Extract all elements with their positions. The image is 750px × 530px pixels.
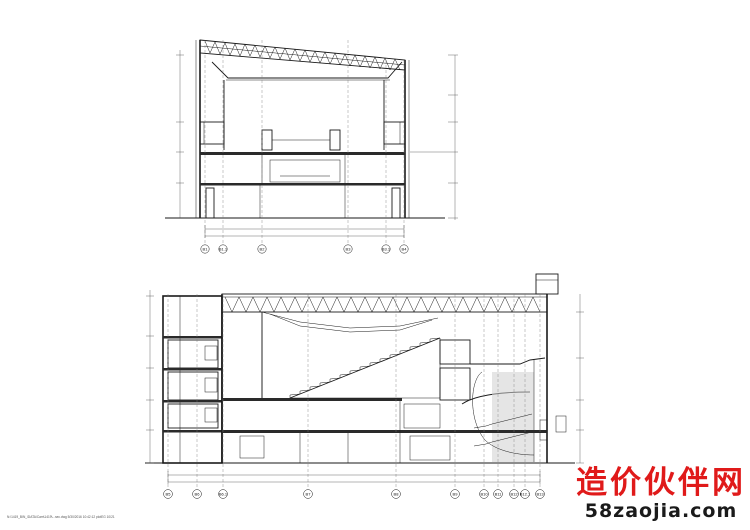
site-watermark: 造价伙伴网 58zaojia.com bbox=[576, 468, 746, 521]
axis-label: B1 bbox=[203, 247, 209, 252]
axis-bubble: B13 bbox=[535, 489, 545, 499]
lower-axis-row: B5 B6 B6.1 B7 B8 B9 B10 B11 bbox=[163, 489, 545, 499]
axis-bubble: B7 bbox=[303, 489, 313, 499]
lower-section-drawing bbox=[145, 273, 584, 488]
axis-label: B5 bbox=[166, 492, 172, 497]
axis-label: B6 bbox=[195, 492, 201, 497]
axis-bubble: B9 bbox=[450, 489, 460, 499]
axis-label: B6.1 bbox=[219, 492, 228, 497]
axis-bubble: B1.1 bbox=[218, 244, 228, 254]
axis-bubble: B3.1 bbox=[381, 244, 391, 254]
watermark-domain: 58zaojia.com bbox=[584, 500, 738, 522]
axis-bubble: B6 bbox=[192, 489, 202, 499]
axis-label: B11 bbox=[495, 492, 503, 497]
axis-bubble: B2 bbox=[257, 244, 267, 254]
axis-bubble: B10 bbox=[479, 489, 489, 499]
file-path-stamp: N:\1419_BIN_\DATA\Cam\1419\...sec.dwg 5/… bbox=[7, 515, 115, 519]
axis-label: B3 bbox=[346, 247, 352, 252]
axis-bubble: B3 bbox=[343, 244, 353, 254]
axis-bubble: B5 bbox=[163, 489, 173, 499]
axis-label: B9 bbox=[453, 492, 459, 497]
axis-label: B4 bbox=[402, 247, 408, 252]
axis-label: B1.1 bbox=[219, 247, 228, 252]
axis-label: B3.1 bbox=[382, 247, 391, 252]
axis-bubble: B12.1 bbox=[520, 489, 531, 499]
upper-section-drawing bbox=[165, 39, 458, 243]
foyer-stairs bbox=[472, 360, 535, 462]
axis-bubble: B4 bbox=[399, 244, 409, 254]
axis-label: B12.1 bbox=[520, 492, 531, 497]
axis-label: B8 bbox=[394, 492, 400, 497]
axis-label: B12 bbox=[510, 492, 518, 497]
axis-bubble: B8 bbox=[391, 489, 401, 499]
upper-roof-truss bbox=[199, 39, 406, 81]
axis-bubble: B12 bbox=[509, 489, 519, 499]
upper-axis-row: B1 B1.1 B2 B3 B3.1 B4 bbox=[200, 244, 409, 254]
axis-label: B10 bbox=[480, 492, 488, 497]
axis-label: B13 bbox=[536, 492, 544, 497]
axis-label: B7 bbox=[306, 492, 312, 497]
axis-bubble: B1 bbox=[200, 244, 210, 254]
watermark-chinese-text: 造价伙伴网 bbox=[576, 465, 746, 501]
axis-bubble: B6.1 bbox=[218, 489, 228, 499]
raked-seating bbox=[289, 337, 441, 399]
axis-bubble: B11 bbox=[493, 489, 503, 499]
axis-label: B2 bbox=[260, 247, 266, 252]
